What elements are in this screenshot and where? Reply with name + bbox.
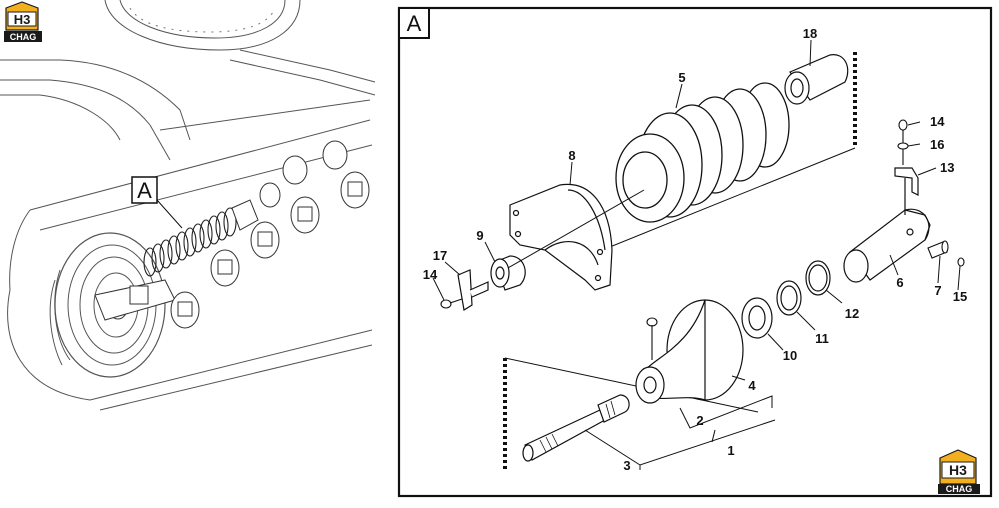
part-14-bolt-top xyxy=(898,119,908,165)
overview-detail-label: A xyxy=(137,178,152,203)
detail-frame-label-box xyxy=(398,7,430,39)
part-17-clip xyxy=(457,269,489,311)
callout-2: 2 xyxy=(696,413,703,428)
part-11-seal xyxy=(776,280,802,316)
part-3-idler-shaft xyxy=(522,394,630,462)
callout-8: 8 xyxy=(568,148,575,163)
brand-logo-bottom-subtext: CHAG xyxy=(946,484,973,494)
callout-12: 12 xyxy=(845,306,859,321)
callout-1: 1 xyxy=(727,443,734,458)
overview-detail-marker: A xyxy=(131,176,183,229)
part-16-washer xyxy=(897,142,909,150)
part-9-bushing xyxy=(490,255,526,291)
brand-logo-bottom-text: H3 xyxy=(949,462,967,478)
callout-9: 9 xyxy=(476,228,483,243)
part-15-fitting-cap xyxy=(957,257,965,267)
brand-logo-top: H3 CHAG xyxy=(4,1,42,42)
callout-4: 4 xyxy=(748,378,756,393)
callout-16: 16 xyxy=(930,137,944,152)
part-6-grease-cylinder xyxy=(843,208,931,283)
brand-logo-bottom: H3 CHAG xyxy=(938,449,980,494)
part-18-sleeve xyxy=(784,54,849,105)
part-7-grease-valve xyxy=(927,240,949,259)
callout-10: 10 xyxy=(783,348,797,363)
axis-lines xyxy=(503,52,857,470)
callout-13: 13 xyxy=(940,160,954,175)
part-2-idler-hub xyxy=(635,299,744,404)
detail-frame-label: A xyxy=(407,11,422,36)
callout-15: 15 xyxy=(953,289,967,304)
callout-5: 5 xyxy=(678,70,685,85)
part-12-seal xyxy=(805,260,831,296)
callout-14-left: 14 xyxy=(423,267,438,282)
part-4-hub-bolt xyxy=(646,317,658,360)
part-13-bracket xyxy=(894,167,919,215)
detail-frame xyxy=(397,6,993,498)
callout-11: 11 xyxy=(815,331,829,346)
part-5-recoil-spring xyxy=(615,82,790,223)
undercarriage-overview xyxy=(0,0,376,411)
callouts: 18 5 8 9 17 14 14 16 13 6 7 15 12 11 10 … xyxy=(423,26,967,473)
brand-logo-top-text: H3 xyxy=(14,12,31,27)
assembly-line-upper xyxy=(507,189,645,269)
part-10-seal xyxy=(741,297,773,339)
callout-17: 17 xyxy=(433,248,447,263)
callout-7: 7 xyxy=(934,283,941,298)
callout-6: 6 xyxy=(896,275,903,290)
callout-14-top: 14 xyxy=(930,114,945,129)
callout-3: 3 xyxy=(623,458,630,473)
part-14-bolt-left xyxy=(440,298,463,309)
callout-18: 18 xyxy=(803,26,817,41)
leader-lines xyxy=(432,39,961,470)
brand-logo-top-subtext: CHAG xyxy=(10,32,37,42)
